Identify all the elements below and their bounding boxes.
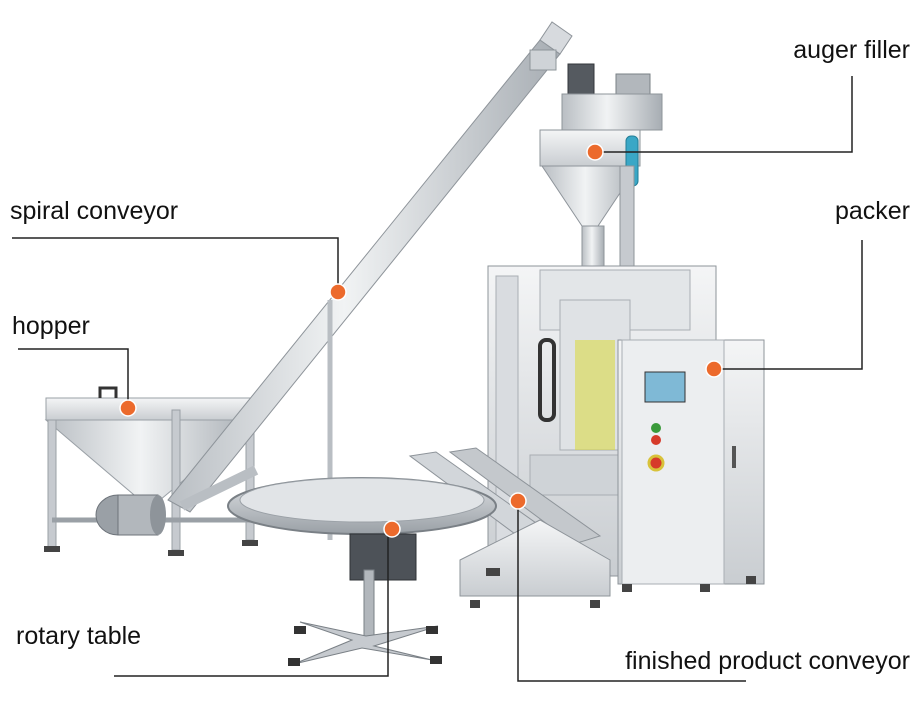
auger-filler-unit: [539, 63, 663, 287]
rotary-table-unit: [227, 477, 497, 666]
leader-line-hopper: [18, 348, 129, 408]
callout-markers: [119, 143, 723, 538]
marker-finished-product-conveyor: [509, 492, 527, 510]
marker-hopper: [119, 399, 137, 417]
label-spiral-conveyor: spiral conveyor: [10, 197, 179, 225]
leader-line-finished-product-conveyor: [517, 501, 746, 682]
marker-auger-filler: [586, 143, 604, 161]
leader-line-rotary-table: [114, 529, 389, 677]
spiral-conveyor-tube: [167, 21, 573, 540]
marker-spiral-conveyor: [329, 283, 347, 301]
label-hopper: hopper: [12, 312, 90, 340]
leader-line-auger-filler: [595, 76, 853, 153]
label-rotary-table: rotary table: [16, 622, 142, 650]
leader-line-packer: [714, 240, 863, 370]
leader-lines: [12, 76, 863, 682]
marker-packer: [705, 360, 723, 378]
machine-illustration: [44, 21, 765, 666]
label-finished-product-conveyor: finished product conveyor: [625, 647, 910, 675]
label-packer: packer: [834, 197, 910, 225]
hopper-unit: [44, 386, 258, 556]
marker-rotary-table: [383, 520, 401, 538]
leader-line-spiral-conveyor: [12, 237, 339, 292]
label-auger-filler: auger filler: [793, 36, 910, 64]
packer-unit: [487, 265, 765, 592]
